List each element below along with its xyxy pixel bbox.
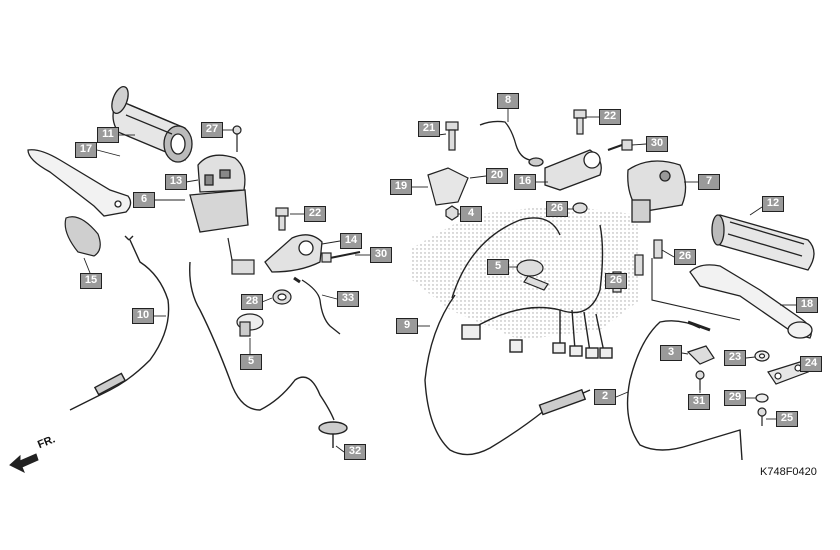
part-callout: 19 [390, 179, 412, 195]
screw-31 [695, 370, 705, 390]
bolt-30-right [607, 139, 633, 151]
right-switch-housing [627, 160, 687, 223]
holder-24 [767, 361, 809, 385]
part-callout: 3 [660, 345, 682, 361]
band-5-right [516, 259, 549, 291]
right-lever [689, 264, 813, 339]
part-callout: 26 [546, 201, 568, 217]
screw-22-left [275, 207, 289, 231]
part-callout: 26 [605, 273, 627, 289]
part-callout: 13 [165, 174, 187, 190]
part-callout: 20 [486, 168, 508, 184]
sensor-wire-8 [479, 120, 544, 167]
screw-30-left [321, 251, 361, 263]
left-switch-housing [189, 154, 249, 233]
part-callout: 24 [800, 356, 822, 372]
part-callout: 29 [724, 390, 746, 406]
part-callout: 5 [240, 354, 262, 370]
lever-rod-18 [651, 258, 741, 321]
part-callout: 4 [460, 206, 482, 222]
washer-23 [754, 350, 770, 362]
bolt-22-right [573, 109, 587, 135]
cable-wire-33 [293, 276, 341, 335]
screw-27 [232, 125, 242, 152]
pin-21 [445, 121, 459, 151]
bracket-19 [427, 167, 469, 206]
part-callout: 26 [674, 249, 696, 265]
cable-2 [626, 320, 743, 461]
lever-holder-16 [544, 149, 602, 191]
part-callout: 25 [776, 411, 798, 427]
part-callout: 5 [487, 259, 509, 275]
part-callout: 16 [514, 174, 536, 190]
left-grip [111, 85, 193, 163]
washer-26-upper [572, 202, 588, 214]
grip-guide-15 [64, 216, 101, 257]
part-callout: 14 [340, 233, 362, 249]
part-callout: 31 [688, 394, 710, 410]
part-callout: 21 [418, 121, 440, 137]
washer-29 [755, 393, 769, 403]
screw-25 [757, 407, 767, 426]
part-callout: 32 [344, 444, 366, 460]
cable-10 [69, 235, 170, 411]
switch-connector-left [227, 237, 255, 275]
throttle-cable [189, 261, 348, 448]
part-callout: 15 [80, 273, 102, 289]
part-callout: 30 [646, 136, 668, 152]
switch-3 [686, 345, 715, 365]
part-callout: 2 [594, 389, 616, 405]
left-lever [27, 149, 132, 217]
grommet-28 [272, 289, 292, 305]
right-grip [711, 214, 815, 271]
part-callout: 10 [132, 308, 154, 324]
bracket-14 [264, 234, 323, 273]
part-callout: 22 [304, 206, 326, 222]
part-callout: 8 [497, 93, 519, 109]
part-callout: 18 [796, 297, 818, 313]
part-callout: 23 [724, 350, 746, 366]
diagram-reference-code: K748F0420 [760, 466, 817, 478]
part-callout: 28 [241, 294, 263, 310]
front-direction-arrow [9, 453, 39, 474]
part-callout: 30 [370, 247, 392, 263]
part-callout: 27 [201, 122, 223, 138]
part-callout: 22 [599, 109, 621, 125]
nut-4 [445, 205, 459, 221]
band-5-left [236, 313, 264, 337]
part-callout: 12 [762, 196, 784, 212]
wire-harness-9 [424, 217, 613, 456]
part-callout: 7 [698, 174, 720, 190]
part-callout: 9 [396, 318, 418, 334]
part-callout: 6 [133, 192, 155, 208]
part-callout: 17 [75, 142, 97, 158]
part-callout: 33 [337, 291, 359, 307]
part-callout: 11 [97, 127, 119, 143]
